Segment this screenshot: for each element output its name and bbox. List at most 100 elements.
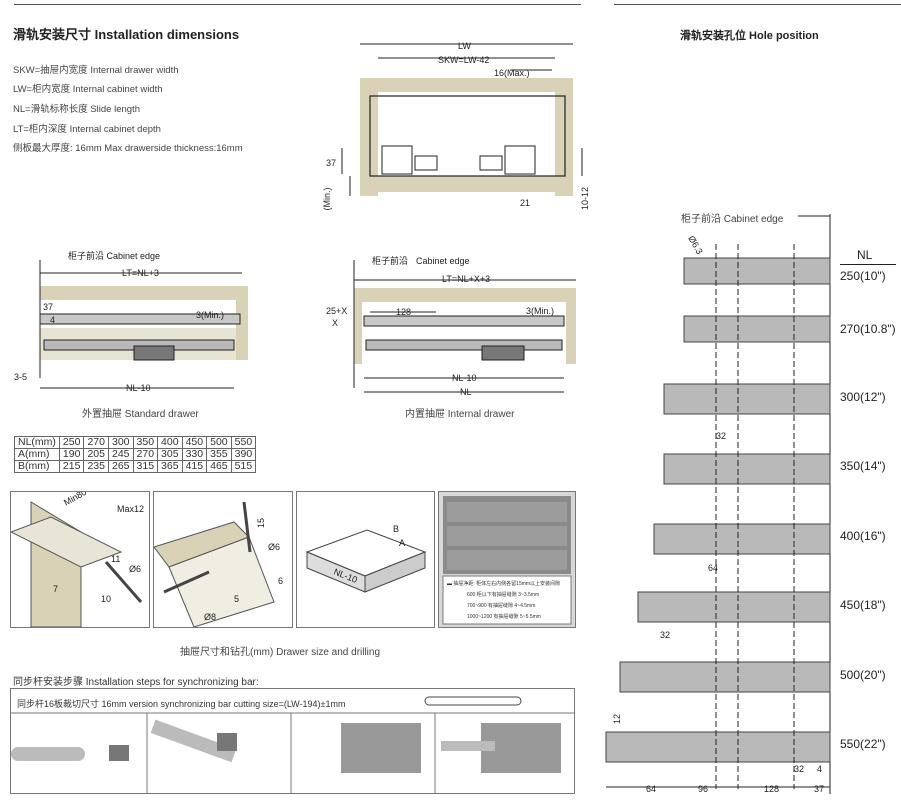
front-view-drawing: LW SKW=LW-42 16(Max.) 37 2 (Min.) 21 10-… xyxy=(322,41,590,211)
gap-drawer-1 xyxy=(447,502,567,522)
sync-bar-icon xyxy=(424,696,522,706)
phi6-label-front: Ø6 xyxy=(129,564,141,574)
table-cell: 190 xyxy=(58,448,85,461)
table-cell: 500 xyxy=(206,436,232,449)
lw-label: LW xyxy=(458,41,471,51)
rail-300 xyxy=(663,383,831,415)
internal-x-label: X xyxy=(332,318,338,328)
dim-32-a: 32 xyxy=(716,431,726,441)
rail-400 xyxy=(653,523,831,555)
max12-label: Max12 xyxy=(117,504,144,514)
drilling-panel-back: 15 Ø6 5 6 Ø8 xyxy=(153,491,293,628)
cabinet-right-wall xyxy=(555,78,573,196)
table-cell: 355 xyxy=(206,448,232,461)
front-drilling-illustration: Min80 Max12 11 7 Ø6 10 xyxy=(11,492,144,627)
definition-thickness: 侧板最大厚度: 16mm Max drawerside thickness:16… xyxy=(13,143,243,154)
internal-cabinet-edge-cn: 柜子前沿 xyxy=(372,255,408,266)
rail-270 xyxy=(683,315,831,343)
top-divider-right xyxy=(614,4,901,5)
min2-label: 2 (Min.) xyxy=(322,187,332,211)
definition-skw: SKW=抽屉内宽度 Internal drawer width xyxy=(13,65,179,76)
table-cell: 300 xyxy=(107,436,134,449)
rail-450 xyxy=(637,591,831,623)
dim-12: 12 xyxy=(612,714,622,724)
hole-position-title: 滑轨安装孔位 Hole position xyxy=(680,30,819,42)
definition-lt: LT=柜内深度 Internal cabinet depth xyxy=(13,124,161,135)
d7-label: 7 xyxy=(53,584,58,594)
nl-size-400: 400(16") xyxy=(840,529,886,543)
table-cell: 450 xyxy=(181,436,208,449)
table-row: NL(mm) 250 270 300 350 400 450 500 550 xyxy=(14,436,257,449)
internal-drawer-drawing: 柜子前沿 Cabinet edge LT=NL+X+3 25+X X 128 3… xyxy=(326,255,576,397)
left-slide-bracket xyxy=(381,145,413,175)
sync-step-2-connector xyxy=(217,733,237,751)
internal-cabinet-right xyxy=(566,288,576,364)
hole-position-drawing: Ø6.3 32 64 32 12 32 4 64 96 128 37 xyxy=(605,214,831,794)
d1012-label: 10-12 xyxy=(580,187,590,210)
nl-dimension-table: NL(mm) 250 270 300 350 400 450 500 550 A… xyxy=(14,436,257,473)
right-slide-bracket xyxy=(504,145,536,175)
table-cell: 315 xyxy=(132,460,159,473)
skw-label: SKW=LW-42 xyxy=(438,55,489,65)
gap-drawer-2 xyxy=(447,526,567,546)
phi6-label-back: Ø6 xyxy=(268,542,280,552)
drawer-box-right xyxy=(364,551,426,593)
horizontal-drill-bit xyxy=(163,570,210,594)
drilling-caption: 抽屉尺寸和钻孔(mm) Drawer size and drilling xyxy=(180,647,381,658)
standard-d37-label: 37 xyxy=(43,302,53,312)
d11-label: 11 xyxy=(111,554,120,564)
sync-steps-panel: 同步杆16板裁切尺寸 16mm version synchronizing ba… xyxy=(10,688,575,794)
table-cell: 270 xyxy=(83,436,109,449)
table-cell: 515 xyxy=(230,460,257,473)
table-cell: 250 xyxy=(58,436,85,449)
d6-label: 6 xyxy=(278,576,283,586)
definition-lw: LW=柜内宽度 Internal cabinet width xyxy=(13,84,163,95)
phi63-label: Ø6.3 xyxy=(686,234,704,256)
internal-nl-label: NL xyxy=(460,387,472,397)
top-divider-left xyxy=(14,4,581,5)
internal-slide-rail xyxy=(365,339,563,351)
sync-step-2-bar xyxy=(150,719,237,763)
sync-step-3-slide xyxy=(341,723,421,773)
standard-nl10-label: NL-10 xyxy=(126,383,151,393)
table-cell: 415 xyxy=(181,460,208,473)
drawer-size-illustration: B A NL-10 xyxy=(305,524,427,593)
drawer-side-board xyxy=(11,516,123,568)
phi8-label: Ø8 xyxy=(204,612,216,622)
d21-label: 21 xyxy=(520,198,530,208)
table-cell: 305 xyxy=(157,448,183,461)
hole-cabinet-edge-label: 柜子前沿 Cabinet edge xyxy=(681,214,784,225)
gap-note-1: ▬ 抽屉净距: 柜体左右内侧各留15mm以上安装间隙 xyxy=(447,581,561,587)
nl-size-350: 350(14") xyxy=(840,459,886,473)
sync-step-1-connector xyxy=(109,745,129,761)
gap-note-box xyxy=(442,575,572,625)
nl-size-500: 500(20") xyxy=(840,668,886,682)
table-cell: 330 xyxy=(181,448,208,461)
rail-350 xyxy=(663,453,831,485)
table-cell: B(mm) xyxy=(14,460,60,473)
internal-locking-device xyxy=(481,345,525,361)
standard-locking-device xyxy=(133,345,175,361)
table-cell: 245 xyxy=(107,448,134,461)
internal-drawer-side xyxy=(363,315,565,327)
internal-drawer-caption: 内置抽屉 Internal drawer xyxy=(405,409,515,420)
standard-cabinet-top xyxy=(40,286,242,300)
rail-250 xyxy=(683,257,831,285)
sync-steps-illustration xyxy=(11,696,574,793)
standard-d4-label: 4 xyxy=(50,315,55,325)
drawer-body xyxy=(369,95,566,177)
gap-note-2: 600 柜以下有抽屉缝隙 3~3.5mm xyxy=(467,592,540,598)
d10-label: 10 xyxy=(101,594,111,604)
internal-cabinet-front xyxy=(354,288,362,364)
sync-title: 同步杆安装步骤 Installation steps for synchroni… xyxy=(13,677,259,688)
d15-label: 15 xyxy=(256,518,266,528)
cabinet-gap-illustration xyxy=(442,496,572,625)
cabinet-bottom xyxy=(360,176,573,192)
b-label: B xyxy=(393,524,399,534)
drilling-panel-front: Min80 Max12 11 7 Ø6 10 xyxy=(10,491,150,628)
internal-cabinet-top xyxy=(354,288,576,302)
rail-550 xyxy=(605,731,831,763)
nl-size-250: 250(10") xyxy=(840,269,886,283)
table-row: A(mm) 190 205 245 270 305 330 355 390 xyxy=(14,448,257,461)
table-cell: 205 xyxy=(83,448,109,461)
